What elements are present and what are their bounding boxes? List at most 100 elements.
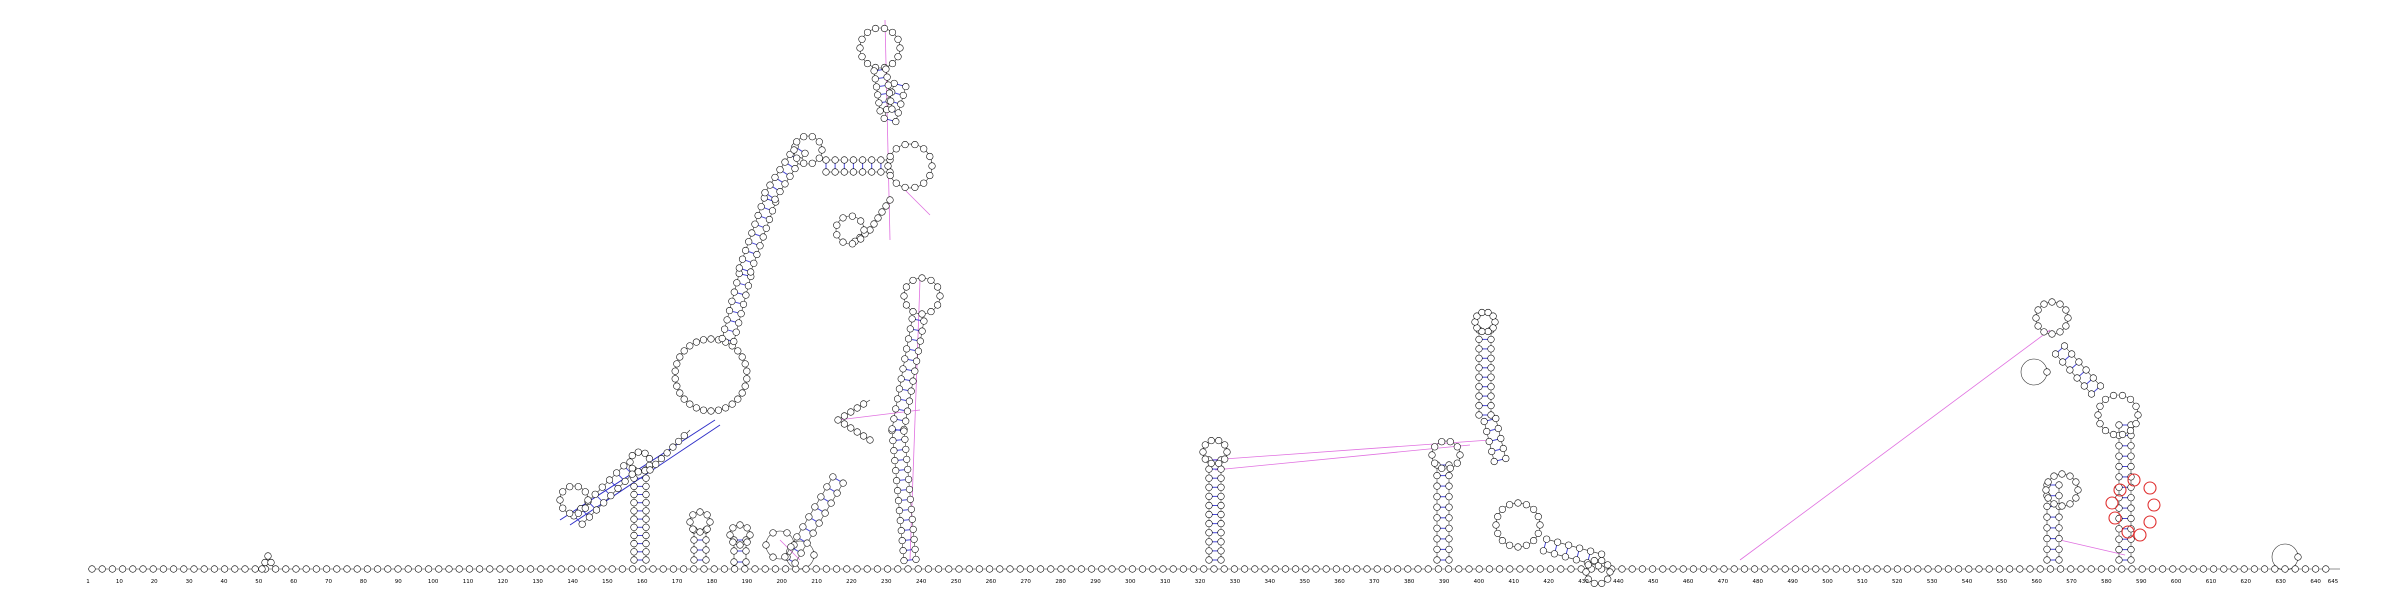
nucleotide: [88, 565, 96, 573]
nucleotide: [1606, 568, 1614, 576]
nucleotide: [2127, 442, 2135, 450]
nucleotide: [2159, 565, 2167, 573]
nucleotide: [817, 493, 825, 501]
nucleotide: [793, 138, 801, 146]
nucleotide: [1394, 565, 1402, 573]
nucleotide: [1433, 556, 1441, 564]
position-label: 560: [2031, 579, 2042, 585]
nucleotide: [738, 353, 746, 361]
nucleotide: [934, 283, 942, 291]
nucleotide: [1414, 565, 1422, 573]
nucleotide: [1893, 565, 1901, 573]
nucleotide: [857, 217, 865, 225]
nucleotide: [2261, 565, 2269, 573]
nucleotide: [1487, 354, 1495, 362]
nucleotide: [1455, 565, 1463, 573]
position-label: 100: [428, 579, 439, 585]
nucleotide: [896, 517, 904, 525]
nucleotide: [680, 347, 688, 355]
position-label: 230: [881, 579, 892, 585]
nucleotide: [1433, 545, 1441, 553]
nucleotide: [1494, 513, 1502, 521]
nucleotide: [1217, 510, 1225, 519]
nucleotide: [1438, 438, 1446, 446]
nucleotide: [741, 360, 749, 368]
nucleotide: [1490, 457, 1498, 466]
nucleotide: [605, 476, 614, 484]
nucleotide: [908, 315, 916, 323]
highlight-circle: [2108, 511, 2122, 525]
nucleotide: [1322, 565, 1330, 573]
nucleotide: [843, 565, 851, 573]
nucleotide: [875, 99, 883, 107]
position-label: 620: [2241, 579, 2252, 585]
nucleotide: [159, 565, 167, 573]
nucleotide: [445, 565, 453, 573]
nucleotide: [1445, 545, 1453, 553]
nucleotide: [876, 107, 884, 115]
nucleotide: [1944, 565, 1952, 573]
nucleotide: [1530, 537, 1538, 545]
nucleotide: [588, 565, 596, 573]
nucleotide: [425, 565, 433, 573]
nucleotide: [1475, 373, 1483, 381]
nucleotide: [2062, 322, 2070, 330]
nucleotide: [1638, 565, 1646, 573]
nucleotide: [1302, 565, 1310, 573]
nucleotide: [822, 168, 830, 176]
highlight-circle: [2133, 528, 2147, 542]
nucleotide: [902, 445, 910, 453]
nucleotide: [1567, 565, 1575, 573]
nucleotide: [894, 53, 902, 61]
highlight-circle: [2121, 525, 2135, 539]
nucleotide: [2073, 374, 2081, 382]
nucleotide: [730, 288, 738, 296]
nucleotide: [1445, 524, 1453, 532]
nucleotide: [2062, 306, 2070, 314]
nucleotide: [889, 437, 897, 445]
nucleotide: [2056, 300, 2064, 308]
nucleotide: [2108, 565, 2116, 573]
nucleotide: [839, 238, 847, 246]
position-label: 300: [1125, 579, 1136, 585]
nucleotide: [895, 385, 903, 393]
nucleotide: [742, 246, 750, 255]
nucleotide: [1530, 505, 1538, 513]
nucleotide: [686, 400, 694, 408]
nucleotide: [600, 499, 608, 507]
nucleotide: [1475, 383, 1483, 391]
nucleotide: [657, 455, 665, 463]
nucleotide: [888, 28, 897, 36]
nucleotide: [696, 508, 704, 516]
nucleotide: [906, 325, 914, 333]
nucleotide: [1217, 556, 1225, 564]
nucleotide: [1475, 335, 1483, 343]
nucleotide: [2043, 535, 2051, 543]
position-label: 90: [395, 579, 402, 585]
nucleotide: [1149, 565, 1157, 573]
pseudoknot-line: [2059, 539, 2126, 556]
highlight-circle: [2143, 515, 2157, 529]
nucleotide: [689, 511, 697, 519]
nucleotide: [2127, 473, 2135, 481]
position-label: 480: [1753, 579, 1764, 585]
nucleotide: [1205, 510, 1213, 519]
position-label: 590: [2136, 579, 2147, 585]
position-label: 470: [1718, 579, 1729, 585]
nucleotide: [920, 145, 928, 153]
nucleotide: [2127, 462, 2135, 471]
nucleotide: [1547, 565, 1555, 573]
nucleotide: [781, 158, 789, 166]
nucleotide: [786, 172, 794, 180]
nucleotide: [741, 565, 749, 573]
nucleotide: [840, 156, 848, 164]
nucleotide: [899, 547, 907, 555]
nucleotide: [1550, 550, 1558, 558]
nucleotide: [776, 188, 784, 196]
nucleotide: [1088, 565, 1096, 573]
nucleotide: [1604, 575, 1612, 583]
nucleotide: [834, 416, 842, 424]
nucleotide: [2077, 565, 2085, 573]
